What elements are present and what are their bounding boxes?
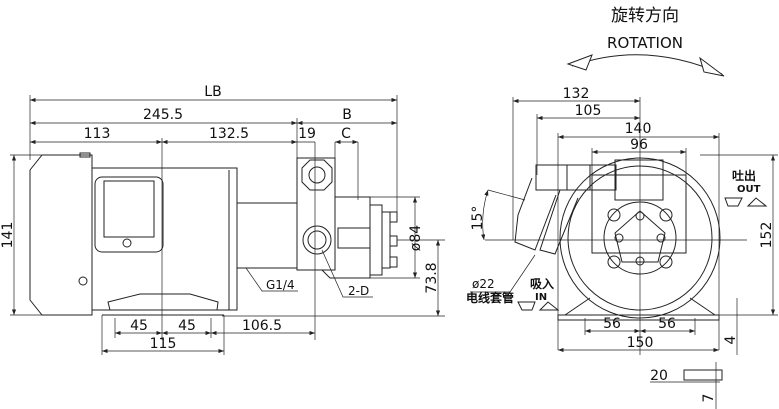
out-arrow-icon (724, 197, 768, 207)
dim-lb: LB (204, 84, 221, 100)
rotation-title-cn: 旋转方向 (611, 6, 679, 26)
motor-circle (559, 157, 721, 319)
dim-56-right: 56 (658, 316, 676, 332)
label-out-en: OUT (737, 184, 761, 195)
motor-body (91, 167, 238, 311)
foot-slot-detail (683, 369, 723, 381)
dim-132: 132 (563, 86, 590, 102)
label-in-cn: 吸入 (530, 277, 554, 291)
dim-152: 152 (759, 222, 775, 249)
fan-cover (29, 154, 93, 316)
dim-56-left: 56 (603, 316, 621, 332)
rotation-arrow-icon (566, 54, 725, 77)
dim-96: 96 (630, 137, 648, 153)
side-view: LB 245.5 B 113 132.5 19 C ø84 73.8 141 G… (0, 84, 445, 355)
pump-cover (614, 210, 666, 263)
dim-73-8: 73.8 (424, 262, 440, 293)
dim-45-right: 45 (178, 318, 196, 334)
in-arrow-icon (517, 301, 560, 311)
label-conduit-size: ø22 (472, 277, 495, 291)
dim-20: 20 (650, 368, 668, 384)
label-g1-4: G1/4 (266, 278, 295, 292)
label-2-d: 2-D (348, 284, 369, 298)
dim-113: 113 (84, 126, 111, 142)
dim-132-5: 132.5 (209, 126, 249, 142)
dim-b: B (342, 107, 352, 123)
dim-245-5: 245.5 (143, 107, 183, 123)
dim-45-left: 45 (130, 318, 148, 334)
front-view: 132 105 140 96 15° 56 56 150 152 4 20 7 … (466, 86, 778, 409)
rotation-title-en: ROTATION (607, 34, 683, 52)
dim-4: 4 (723, 335, 739, 344)
dim-140: 140 (625, 121, 652, 137)
pump-block (296, 157, 336, 271)
dim-150: 150 (627, 335, 654, 351)
label-conduit-cn: 电线套管 (466, 290, 514, 305)
dim-c: C (341, 126, 351, 142)
dim-19: 19 (298, 126, 316, 142)
bolt-icons (607, 208, 673, 269)
terminal-box (94, 176, 164, 253)
dim-7: 7 (701, 394, 717, 403)
dim-84: ø84 (408, 225, 424, 251)
base-plate (557, 314, 720, 321)
label-out-cn: 吐出 (732, 168, 756, 183)
dim-106-5: 106.5 (242, 318, 282, 334)
dim-15-deg: 15° (470, 206, 486, 231)
dim-115: 115 (150, 336, 177, 352)
label-in-en: IN (535, 292, 547, 303)
dim-105: 105 (575, 103, 602, 119)
motor-foot (107, 293, 219, 311)
conduit-fitting (535, 164, 617, 191)
dim-141: 141 (0, 222, 16, 249)
